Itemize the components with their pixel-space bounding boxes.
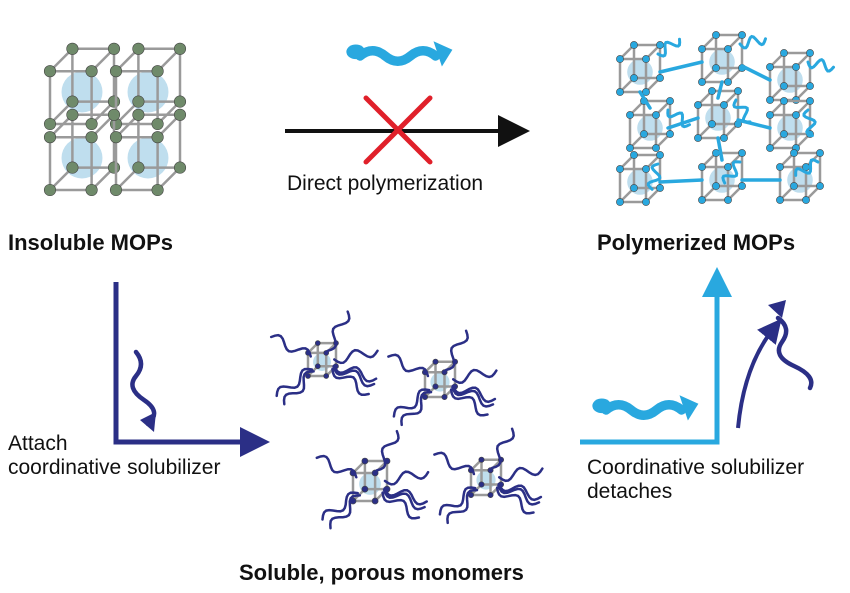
attach-label-line1: Attach xyxy=(8,432,68,455)
solubilizer-icon-navy xyxy=(130,349,157,432)
insoluble-mops-label: Insoluble MOPs xyxy=(8,230,174,255)
monomer-1 xyxy=(269,310,379,406)
attach-arrow xyxy=(113,282,270,457)
insoluble-mop-crystal xyxy=(43,42,187,197)
detach-label-line2: detaches xyxy=(587,480,673,503)
detach-label-line1: Coordinative solubilizer xyxy=(587,456,805,479)
polymerized-mops-label: Polymerized MOPs xyxy=(597,230,796,255)
detach-arrow xyxy=(580,267,732,445)
solubilizer-icon-cyan xyxy=(592,395,699,421)
linker-icon xyxy=(346,41,453,67)
monomer-3 xyxy=(315,429,430,530)
polymerized-mop-network xyxy=(616,31,835,206)
attach-label-line2: coordinative solubilizer xyxy=(8,456,221,479)
direct-polymerization-label: Direct polymerization xyxy=(287,172,484,195)
detached-solubilizer-icon xyxy=(768,300,814,391)
monomer-4 xyxy=(433,427,544,525)
red-cross-icon xyxy=(363,95,433,165)
release-arrow xyxy=(736,318,782,429)
soluble-monomers-label: Soluble, porous monomers xyxy=(239,560,524,585)
monomer-2 xyxy=(387,329,498,427)
